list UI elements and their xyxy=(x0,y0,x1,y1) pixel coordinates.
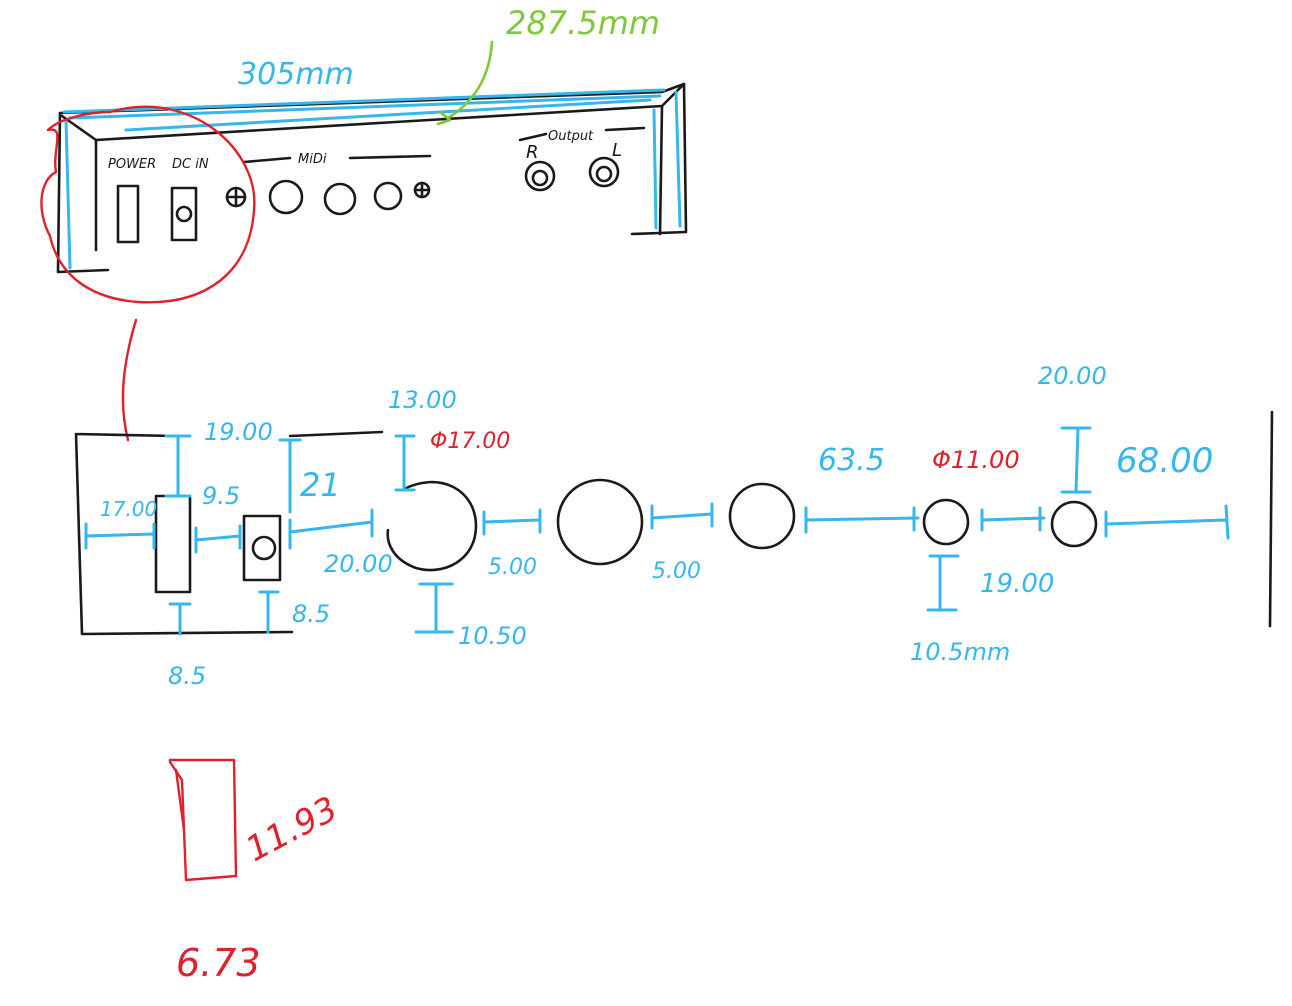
dim-jack1-top xyxy=(394,434,416,492)
switch-width-note: 6.73 xyxy=(176,941,261,985)
midi-port-2 xyxy=(323,182,357,216)
enclosure-right-inner xyxy=(658,104,664,236)
dim-output-bottom xyxy=(926,554,960,612)
switch-size-note: 11.93 xyxy=(239,789,344,870)
dim-label-d10: 5.00 xyxy=(488,555,537,580)
output-jack-l-front xyxy=(1050,500,1098,548)
midi-screw-left-cross xyxy=(225,186,247,208)
midi-jack-2-front xyxy=(556,478,644,566)
midi-jack-1-front xyxy=(386,480,478,572)
switch-sketch xyxy=(168,758,238,882)
dcin-jack-top xyxy=(170,186,198,242)
output-label: Output xyxy=(548,129,594,144)
dim-jack-gap-2 xyxy=(650,502,714,530)
dcin-jack-hole-front xyxy=(251,535,277,561)
dim-switch-top xyxy=(164,434,192,498)
dim-label-d14: 10.5mm xyxy=(910,638,1010,666)
front-panel-top-edge xyxy=(288,430,384,438)
dim-output-top xyxy=(1060,426,1092,494)
output-l-jack-inner xyxy=(595,165,613,183)
dim-jack-gap-3 xyxy=(804,506,920,534)
small-jack-diameter-label: Φ11.00 xyxy=(932,446,1020,474)
switch-notes: 11.93 6.73 xyxy=(168,758,344,985)
output-jack-r-front xyxy=(922,498,970,546)
dim-label-d6: 8.5 xyxy=(168,662,206,690)
power-switch-top xyxy=(116,184,140,244)
front-panel-right-edge xyxy=(1268,410,1274,628)
dim-bottom-offsets xyxy=(168,590,280,636)
dim-label-d13: 19.00 xyxy=(980,569,1054,599)
dim-jack-gap-1 xyxy=(482,508,542,536)
dim-jack1-bottom xyxy=(414,582,454,634)
dim-label-d3: 9.5 xyxy=(202,482,240,510)
detail-callout-circle xyxy=(40,105,256,304)
output-l-jack xyxy=(588,156,620,188)
dim-label-d11: 5.00 xyxy=(652,559,701,584)
dcin-label: DC iN xyxy=(172,157,209,172)
side-dimension-lines xyxy=(64,90,682,270)
midi-port-1 xyxy=(268,179,304,215)
output-r-jack-inner xyxy=(531,169,549,187)
midi-jack-3-front xyxy=(728,482,796,550)
midi-screw-right-cross xyxy=(413,181,431,199)
midi-label-rule xyxy=(242,154,432,164)
power-label: POWER xyxy=(108,157,156,172)
dim-dc-top xyxy=(278,438,302,514)
dim-label-d7: 13.00 xyxy=(388,386,457,414)
dim-right-offset xyxy=(1104,504,1230,540)
enclosure-left-wall xyxy=(56,111,110,274)
dim-label-d15: 20.00 xyxy=(1038,362,1107,390)
output-right-label: R xyxy=(526,142,539,163)
dim-dc-gap xyxy=(288,508,374,550)
inner-width-pointer xyxy=(446,40,494,120)
width-label: 305mm xyxy=(238,57,354,92)
dim-label-d4: 21 xyxy=(300,466,341,504)
detail-callout-pointer xyxy=(121,318,138,442)
dim-label-d2: 19.00 xyxy=(204,418,273,446)
dim-label-d8: 20.00 xyxy=(324,550,393,578)
dcin-jack-hole xyxy=(175,205,193,223)
dim-jack-gap-4 xyxy=(980,506,1046,532)
large-jack-diameter-label: Φ17.00 xyxy=(430,429,510,454)
output-r-jack xyxy=(524,160,556,192)
dcin-jack-front xyxy=(242,514,282,582)
midi-port-3 xyxy=(373,181,403,211)
dim-label-d5: 8.5 xyxy=(292,600,330,628)
dim-label-d16: 68.00 xyxy=(1116,441,1213,481)
detail-callout xyxy=(40,105,256,442)
output-left-label: L xyxy=(612,140,622,161)
power-switch-front xyxy=(154,494,192,594)
output-label-rule xyxy=(518,126,646,142)
front-panel-left-edge xyxy=(74,432,294,636)
enclosure-top-view: 305mm 287.5mm POWER DC iN MiDi Output R … xyxy=(56,4,688,274)
front-view-detail: 17.00 19.00 9.5 21 8.5 8.5 13.00 20.00 1… xyxy=(74,362,1274,690)
switch-sketch-detail xyxy=(174,768,186,832)
midi-label: MiDi xyxy=(298,152,327,167)
dim-switch-gap xyxy=(194,524,242,554)
dim-label-d12: 63.5 xyxy=(818,443,885,478)
dim-label-d1: 17.00 xyxy=(100,497,157,521)
dim-label-d9: 10.50 xyxy=(458,622,527,650)
dim-left-offset xyxy=(84,522,156,550)
inner-width-arrowhead xyxy=(436,110,452,126)
inner-width-label: 287.5mm xyxy=(506,4,660,42)
